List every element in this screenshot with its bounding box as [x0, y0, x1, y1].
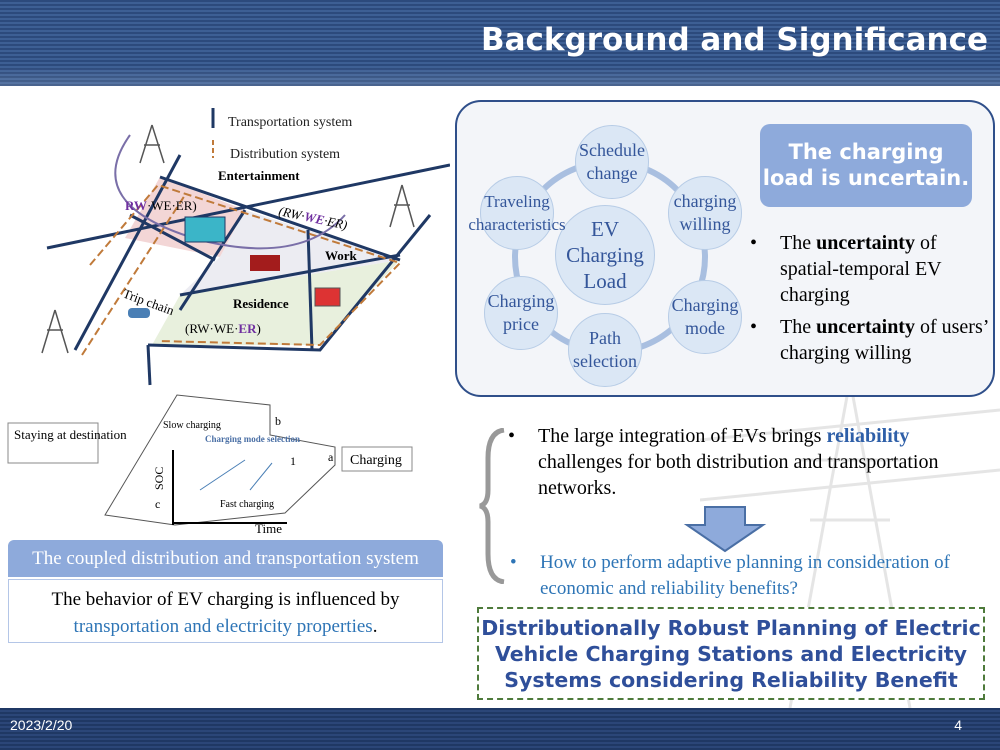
- challenge-bullet: The large integration of EVs brings reli…: [508, 423, 988, 501]
- factor-traveling-characteristics: Traveling characteristics: [468, 176, 566, 250]
- label-time: Time: [255, 521, 282, 535]
- label-entertainment: Entertainment: [218, 168, 300, 183]
- label-rw-we-er-2: (RW·WE·ER): [277, 203, 348, 232]
- distribution-lines: [81, 183, 402, 356]
- label-staying: Staying at destination: [14, 427, 127, 442]
- header-bar: [0, 0, 1000, 86]
- uncertainty-bullet: The uncertainty of users’ charging willi…: [750, 314, 990, 366]
- center-ev-charging-load: EV Charging Load: [555, 205, 655, 305]
- label-mode-selection: Charging mode selection: [205, 434, 300, 444]
- caption-line-1: The behavior of EV charging is influence…: [51, 589, 400, 610]
- factory-icon: [250, 255, 280, 271]
- footer-bar: 2023/2/20 4: [0, 708, 1000, 750]
- soc-diagram: Staying at destination Charging Slow cha…: [7, 394, 413, 535]
- label-1: 1: [290, 454, 296, 468]
- legend-transport: Transportation system: [228, 115, 352, 130]
- label-rw-we-er-3: (RW·WE·ER): [185, 321, 261, 336]
- car-icon: [128, 308, 150, 318]
- label-b: b: [275, 414, 281, 428]
- factor-charging-price: Charging price: [484, 276, 558, 350]
- label-rw-we-er-1: RW·WE·ER): [125, 198, 197, 213]
- tower-icons: [41, 124, 415, 354]
- legend-distribution: Distribution system: [230, 147, 340, 162]
- question-list: How to perform adaptive planning in cons…: [510, 550, 1000, 608]
- transport-roads: [46, 154, 450, 386]
- uncertain-load-box: The charging load is uncertain.: [760, 124, 972, 207]
- label-charging: Charging: [350, 453, 402, 468]
- caption-period: .: [372, 616, 378, 637]
- factor-path-selection: Path selection: [568, 313, 642, 387]
- footer-date: 2023/2/20: [10, 717, 73, 733]
- diagram-caption-text: The behavior of EV charging is influence…: [8, 579, 443, 643]
- label-soc: SOC: [152, 467, 166, 490]
- factor-charging-mode: Charging mode: [668, 280, 742, 354]
- uncertainty-list: The uncertainty of spatial-temporal EV c…: [750, 230, 990, 372]
- brace-icon: [479, 428, 505, 584]
- label-residence: Residence: [233, 296, 289, 311]
- label-fast-charging: Fast charging: [220, 499, 274, 510]
- page-title: Background and Significance: [481, 22, 988, 58]
- office-building-icon: [184, 216, 226, 243]
- label-work: Work: [325, 248, 358, 263]
- coupled-system-diagram: Transportation system Distribution syste…: [7, 108, 450, 535]
- factor-charging-willing: charging willing: [668, 176, 742, 250]
- uncertainty-bullet: The uncertainty of spatial-temporal EV c…: [750, 230, 990, 308]
- research-topic-box: Distributionally Robust Planning of Elec…: [477, 607, 985, 700]
- label-a: a: [328, 450, 334, 464]
- legend: Transportation system Distribution syste…: [211, 108, 352, 162]
- label-c: c: [155, 497, 160, 511]
- residence-zone: [152, 260, 400, 345]
- factor-schedule-change: Schedule change: [575, 125, 649, 199]
- page-number: 4: [954, 717, 962, 733]
- question-bullet: How to perform adaptive planning in cons…: [510, 550, 1000, 602]
- house-icon: [314, 287, 341, 307]
- down-arrow-icon: [683, 506, 767, 553]
- diagram-caption-title: The coupled distribution and transportat…: [8, 540, 443, 577]
- label-slow-charging: Slow charging: [163, 420, 221, 431]
- challenge-list: The large integration of EVs brings reli…: [508, 423, 988, 507]
- work-zone: [180, 210, 400, 295]
- caption-highlight: transportation and electricity propertie…: [73, 616, 373, 637]
